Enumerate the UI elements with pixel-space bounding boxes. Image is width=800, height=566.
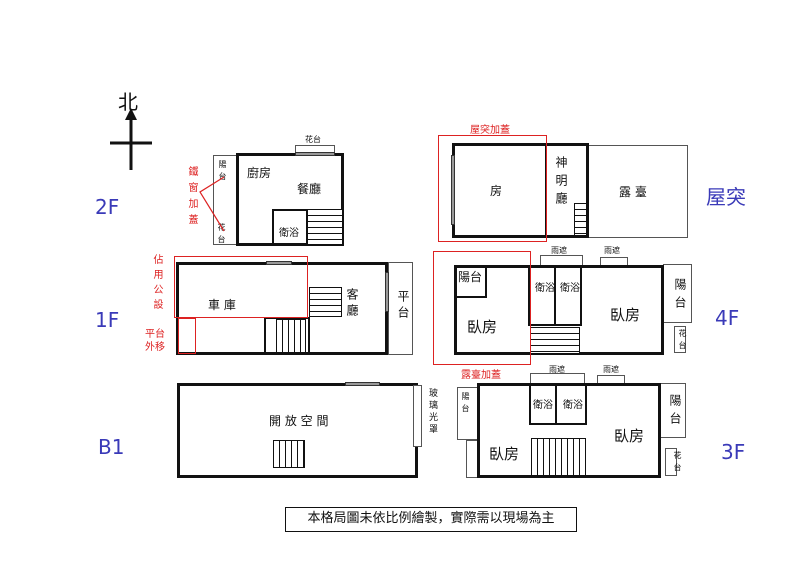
- terrace-label: 平台: [396, 290, 410, 322]
- note-leader-line: [199, 176, 225, 232]
- floor-label-2f: 2F: [95, 195, 120, 219]
- floor-label-4f: 4F: [715, 306, 740, 330]
- canopy-label: 雨遮: [551, 246, 567, 255]
- balcony-label: 陽台: [218, 160, 227, 184]
- bedroom-label: 臥房: [489, 445, 520, 463]
- planter-label: 花台: [673, 451, 682, 475]
- floor-label-b1: B1: [98, 435, 125, 459]
- note-terrace-moved: 平台外移: [145, 329, 165, 353]
- north-label: 北: [118, 90, 138, 114]
- balcony-label: 陽台: [458, 270, 483, 284]
- floor-label-roof: 屋突: [706, 185, 746, 209]
- living-room-label: 客廳: [345, 288, 359, 320]
- bath-label: 衛浴: [563, 400, 583, 411]
- north-arrow-icon: [108, 108, 154, 172]
- bath-label: 衛浴: [560, 283, 580, 294]
- note-deck-addition: 露臺加蓋: [461, 370, 501, 381]
- bedroom-label: 臥房: [610, 306, 641, 324]
- planter-label: 花台: [217, 223, 226, 247]
- balcony-label: 陽台: [461, 392, 470, 416]
- balcony-label: 陽台: [668, 394, 682, 430]
- disclaimer-caption: 本格局圖未依比例繪製，實際需以現場為主: [285, 507, 577, 532]
- balcony-label: 陽台: [673, 278, 687, 314]
- open-space-label: 開 放 空 間: [269, 414, 329, 428]
- garage-label: 車 庫: [208, 298, 236, 312]
- bath-label: 衛浴: [279, 228, 299, 239]
- note-iron-window: 鐵窗加蓋: [186, 166, 197, 230]
- room-label: 房: [490, 184, 503, 198]
- bedroom-label: 臥房: [614, 427, 645, 445]
- floor-label-3f: 3F: [721, 440, 746, 464]
- deck-label: 露 臺: [619, 185, 647, 199]
- planter-label: 花台: [305, 135, 321, 144]
- canopy-label: 雨遮: [549, 365, 565, 374]
- glass-canopy-label: 玻璃光罩: [427, 388, 437, 436]
- shrine-room-label: 神明廳: [554, 156, 568, 210]
- note-public-space: 佔用公設: [151, 254, 162, 314]
- planter-label: 花台: [678, 329, 687, 353]
- bath-label: 衛浴: [533, 400, 553, 411]
- floor-label-1f: 1F: [95, 308, 120, 332]
- kitchen-label: 廚房: [247, 166, 272, 180]
- canopy-label: 雨遮: [603, 365, 619, 374]
- note-roof-addition: 屋突加蓋: [470, 125, 510, 136]
- bedroom-label: 臥房: [467, 318, 498, 336]
- canopy-label: 雨遮: [604, 246, 620, 255]
- bath-label: 衛浴: [535, 283, 555, 294]
- dining-label: 餐廳: [297, 182, 322, 196]
